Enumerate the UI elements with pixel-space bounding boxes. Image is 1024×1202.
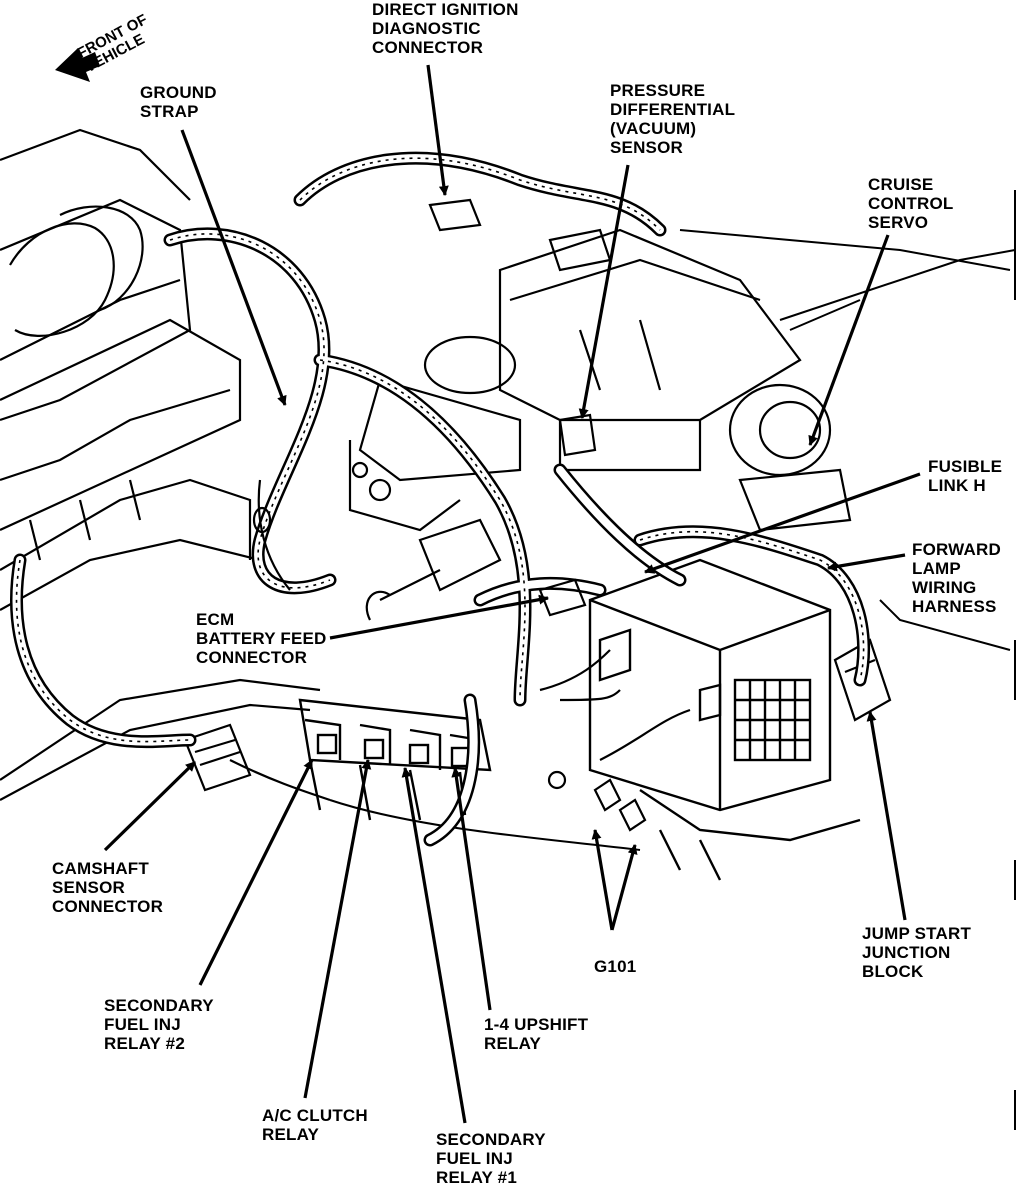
master-cylinder <box>348 335 522 621</box>
ground-strap-label: GROUND STRAP <box>140 83 217 121</box>
secondary-fuel-inj-relay-2-label: SECONDARY FUEL INJ RELAY #2 <box>104 996 214 1053</box>
body-panel <box>329 190 1016 1130</box>
fusible-link-h-label: FUSIBLE LINK H <box>928 457 1003 495</box>
battery-cables <box>539 649 691 832</box>
leader-lines <box>103 64 921 1124</box>
forward-lamp-wiring-harness-label: FORWARD LAMP WIRING HARNESS <box>912 540 1001 616</box>
ecm-battery-feed-connector-label: ECM BATTERY FEED CONNECTOR <box>196 610 327 667</box>
air-cleaner-duct <box>498 228 802 472</box>
cruise-control-servo-label: CRUISE CONTROL SERVO <box>868 175 954 232</box>
secondary-fuel-inj-relay-1-label: SECONDARY FUEL INJ RELAY #1 <box>436 1130 546 1187</box>
pressure-differential-sensor-label: PRESSURE DIFFERENTIAL (VACUUM) SENSOR <box>610 81 736 157</box>
cruise-control-servo <box>728 383 852 532</box>
camshaft-sensor-connector-label: CAMSHAFT SENSOR CONNECTOR <box>52 859 164 916</box>
ground-strap <box>252 479 291 591</box>
jump-start-junction-block-label: JUMP START JUNCTION BLOCK <box>862 924 972 981</box>
arrow-left-icon <box>55 48 100 82</box>
upshift-relay-label: 1-4 UPSHIFT RELAY <box>484 1015 589 1053</box>
direct-ignition-diagnostic-connector-label: DIRECT IGNITION DIAGNOSTIC CONNECTOR <box>372 0 519 57</box>
ac-clutch-relay-label: A/C CLUTCH RELAY <box>262 1106 368 1144</box>
battery <box>588 558 861 881</box>
g101-label: G101 <box>594 957 637 976</box>
camshaft-connector <box>183 723 331 802</box>
intake-manifold <box>0 128 321 801</box>
